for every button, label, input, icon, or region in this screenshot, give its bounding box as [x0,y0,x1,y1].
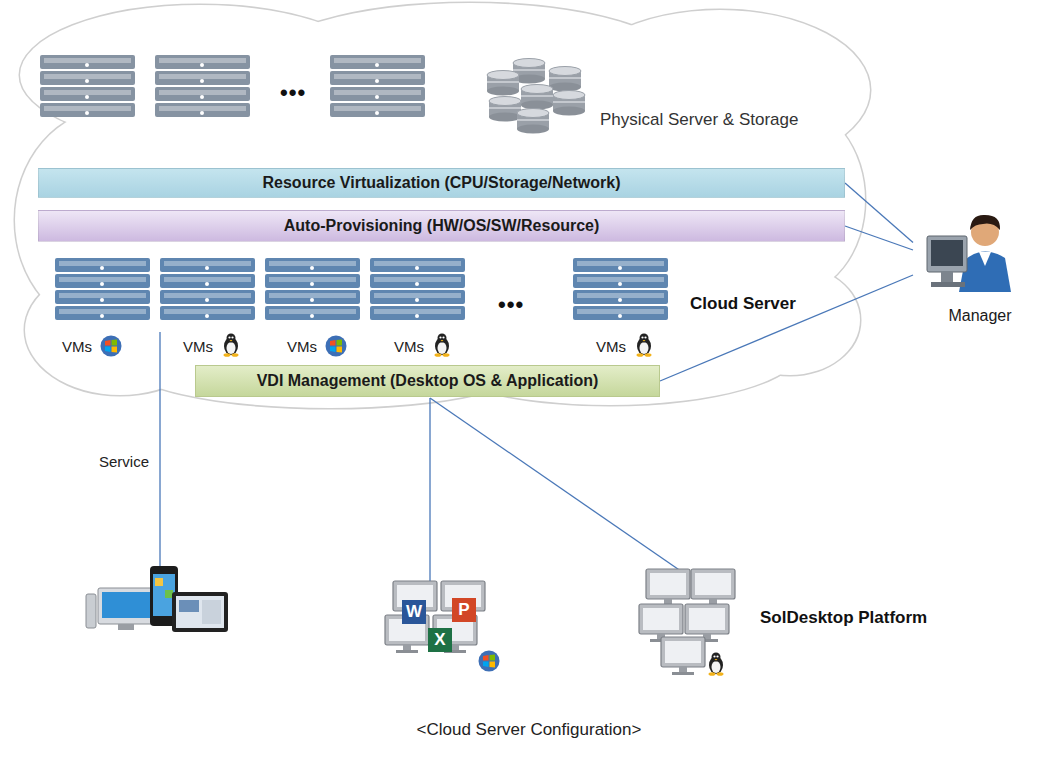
manager-actor: Manager [913,200,1047,325]
vm-label: VMs [183,338,213,355]
band-label: Resource Virtualization (CPU/Storage/Net… [263,174,621,192]
band-label: Auto-Provisioning (HW/OS/SW/Resource) [284,217,600,235]
vm-label: VMs [287,338,317,355]
provisioning-band: Auto-Provisioning (HW/OS/SW/Resource) [38,210,845,242]
excel-icon: X [428,628,452,652]
band-label: VDI Management (Desktop OS & Application… [257,372,599,390]
vdi-band: VDI Management (Desktop OS & Application… [195,365,660,397]
management-link [845,183,913,243]
vm-label: VMs [596,338,626,355]
virtualization-band: Resource Virtualization (CPU/Storage/Net… [38,168,845,198]
vm-label: VMs [394,338,424,355]
powerpoint-icon: P [452,598,476,622]
actor-label: Manager [913,307,1047,325]
ellipsis: ••• [498,292,524,318]
manager-icon [913,200,1023,295]
management-link [845,226,913,250]
ellipsis: ••• [280,80,306,106]
figure-caption: <Cloud Server Configuration> [0,720,1058,740]
vm-label: VMs [62,338,92,355]
cloud-server-label: Cloud Server [690,294,796,314]
management-link [660,275,913,381]
service-label: Service [97,453,151,470]
word-icon: W [402,600,426,624]
storage-label: Physical Server & Storage [600,110,798,130]
platform-label: SolDesktop Platform [760,608,927,628]
